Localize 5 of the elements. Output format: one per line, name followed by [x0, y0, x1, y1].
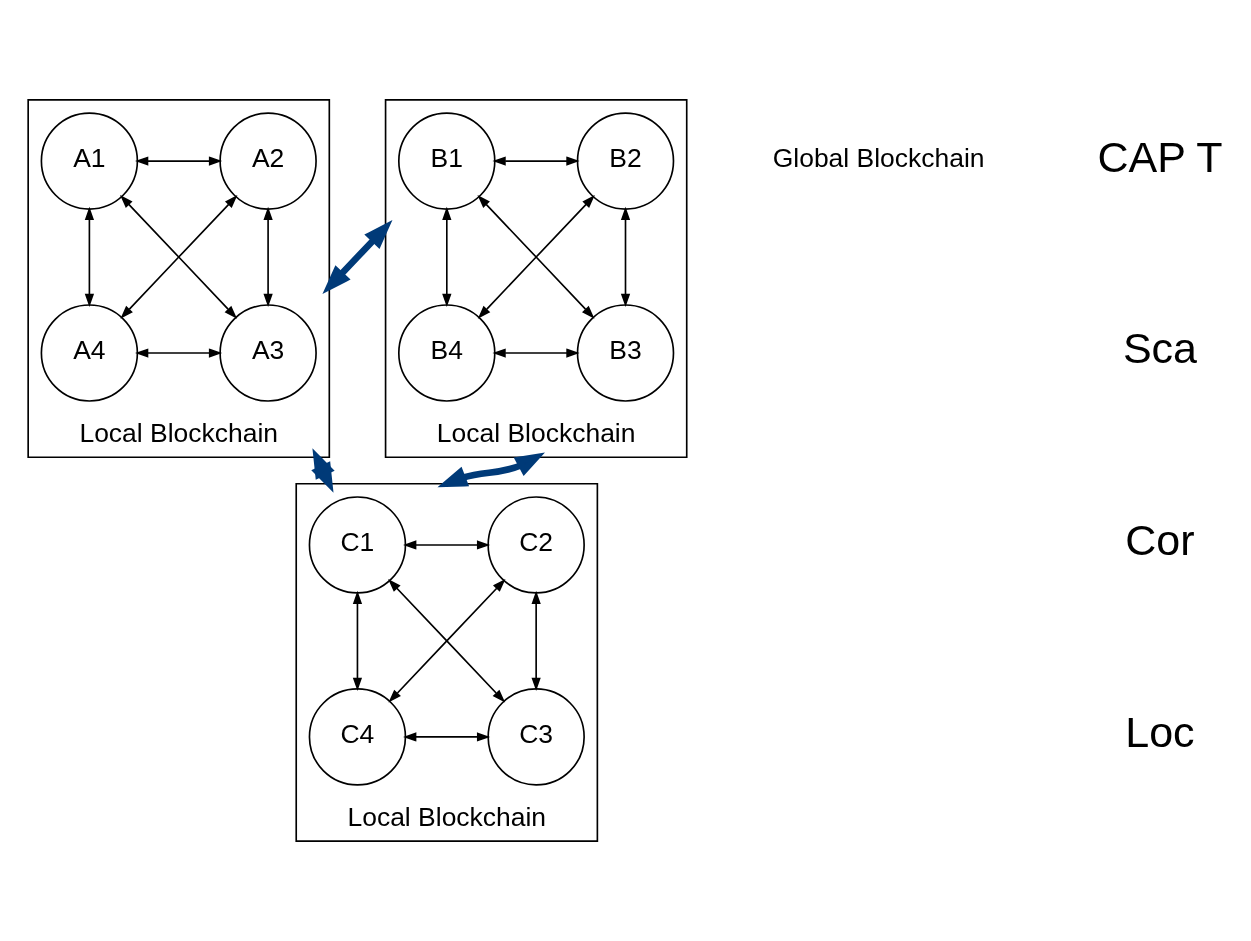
label: Sca — [1122, 324, 1198, 373]
label: Cor — [1125, 516, 1195, 565]
label: Global Blockchain — [772, 143, 985, 174]
label: Loc — [1125, 708, 1195, 757]
label: CAP T — [1097, 132, 1223, 181]
